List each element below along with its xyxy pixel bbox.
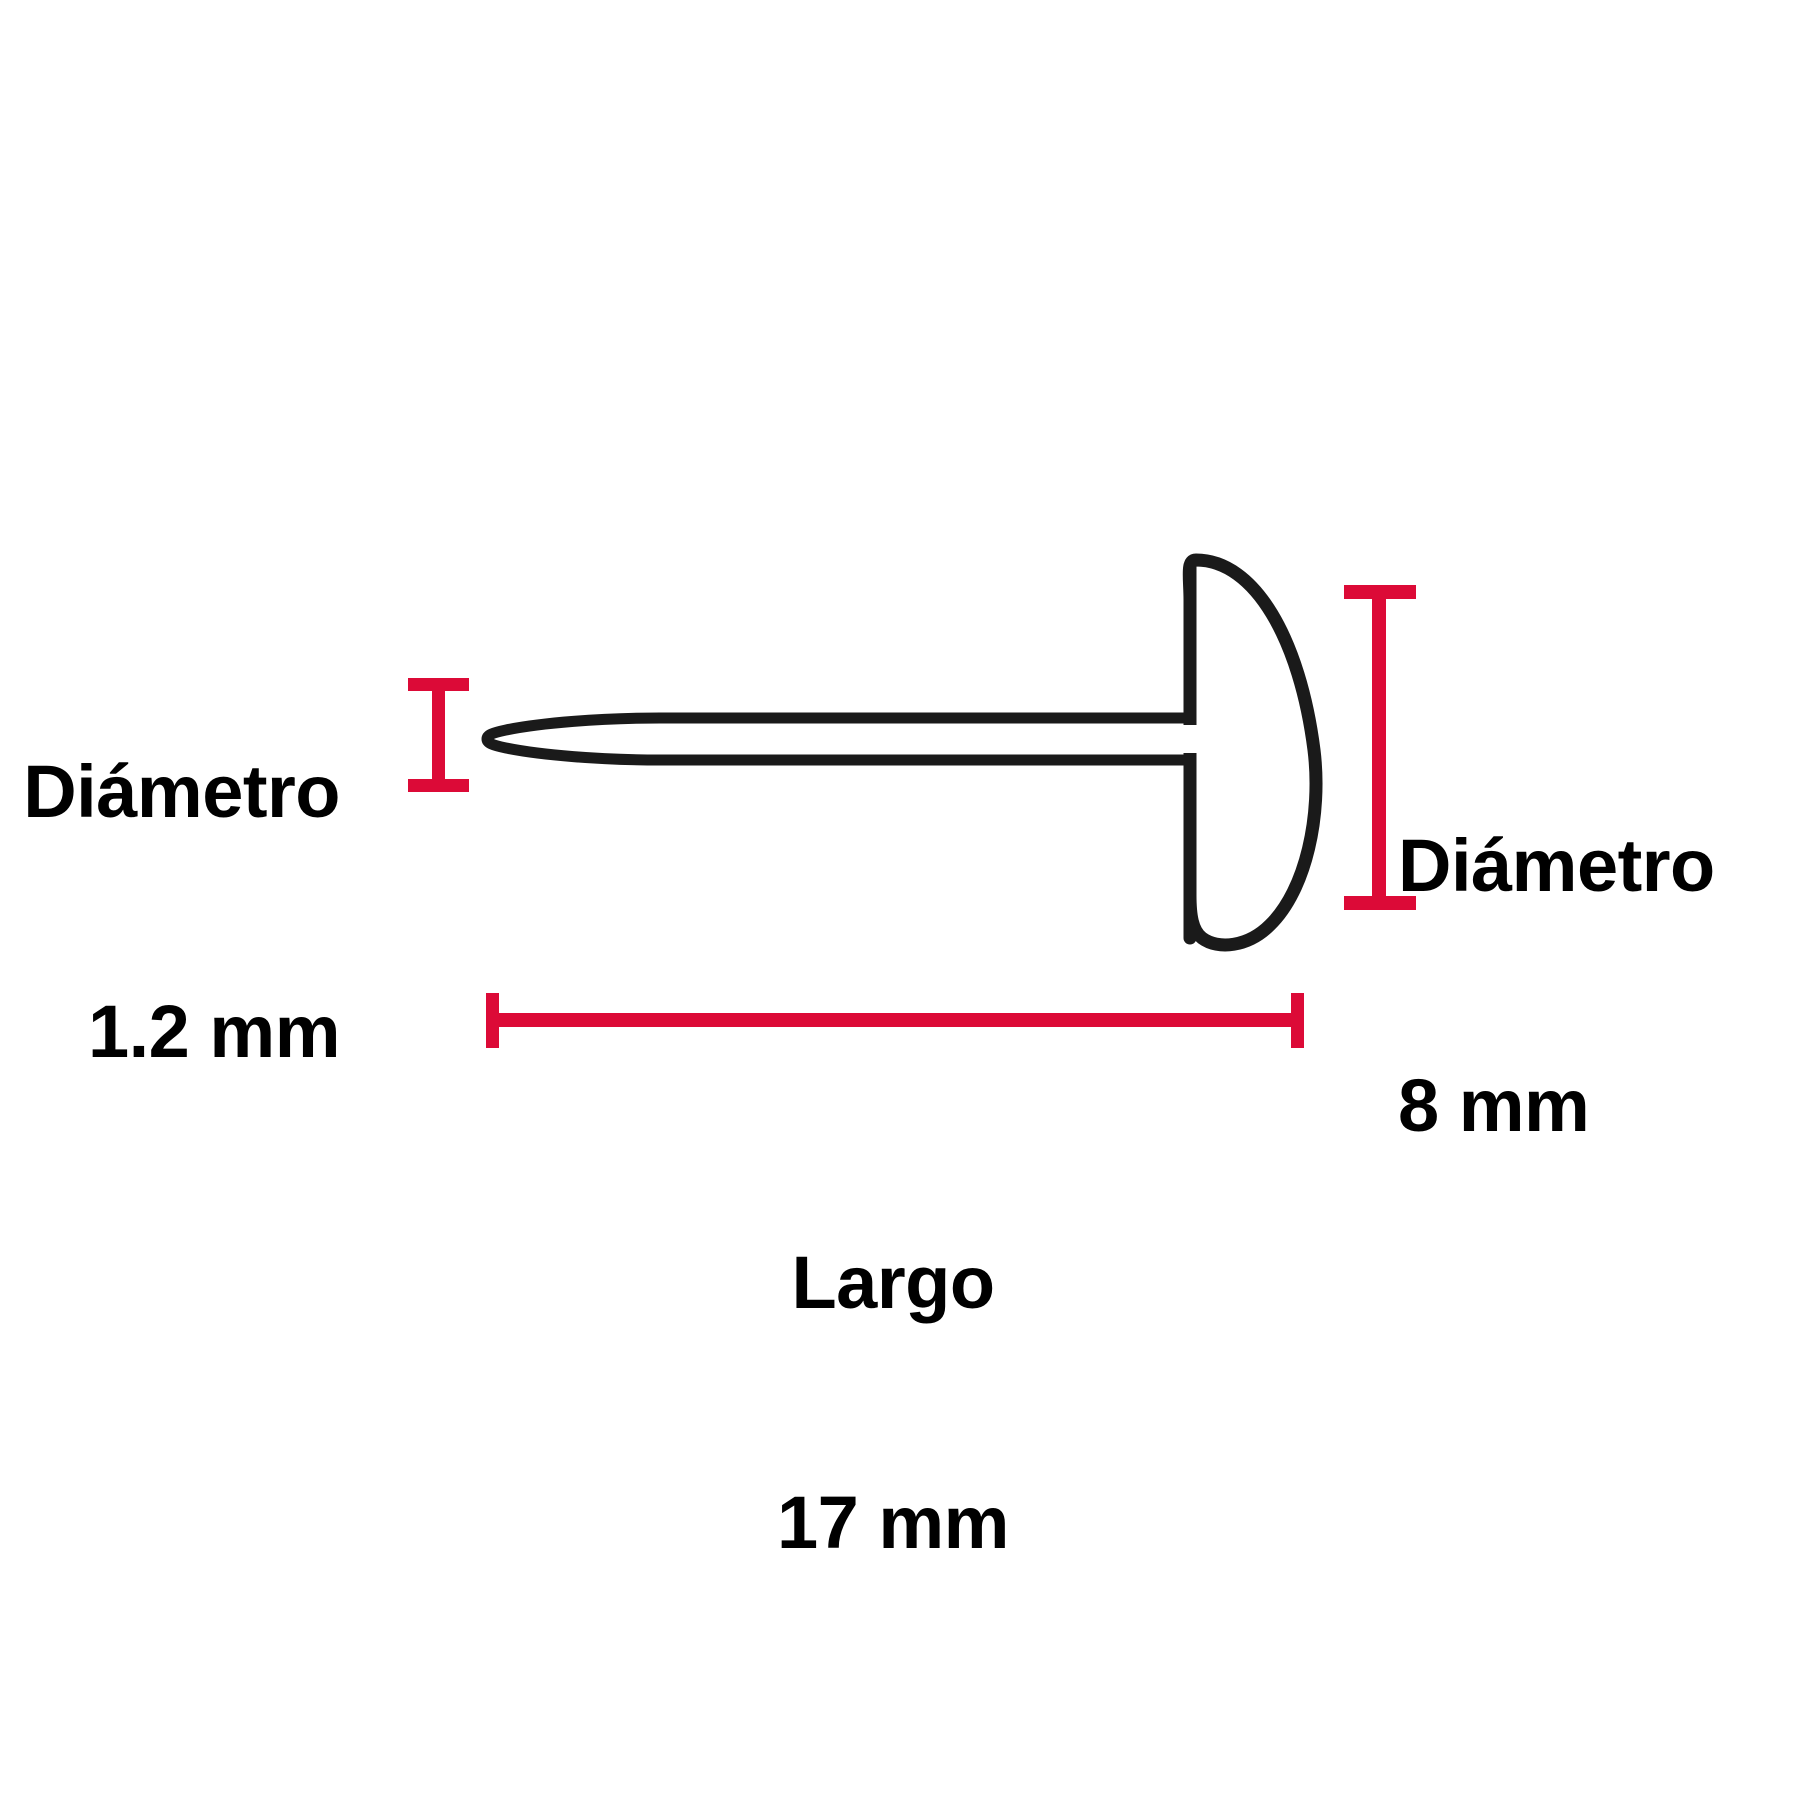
dimension-marker-head-diameter [1344, 585, 1416, 910]
nail-drawing [481, 553, 1323, 952]
shaft-head-joint-mask [1182, 725, 1200, 753]
shaft-dim-bottom-cap [408, 779, 469, 792]
shaft-diameter-label-value: 1.2 mm [87, 989, 341, 1073]
head-diameter-label-value: 8 mm [1398, 1063, 1590, 1147]
head-diameter-label-title: Diámetro [1398, 823, 1715, 907]
length-dim-right-cap [1291, 993, 1304, 1048]
shaft-diameter-label: Diámetro 1.2 mm [20, 592, 340, 1231]
nail-shaft-outline [481, 712, 1198, 766]
head-dim-stem [1372, 585, 1386, 910]
dimension-marker-length [486, 993, 1304, 1048]
length-dim-line [486, 1013, 1304, 1027]
nail-head-outline [1182, 553, 1323, 952]
head-dim-bottom-cap [1344, 896, 1416, 910]
shaft-diameter-label-title: Diámetro [23, 749, 340, 833]
head-diameter-label: Diámetro 8 mm [1398, 666, 1798, 1305]
shaft-dim-stem [432, 678, 445, 792]
length-label-value: 17 mm [777, 1480, 1009, 1564]
dimension-marker-shaft-diameter [408, 678, 469, 792]
length-label: Largo 17 mm [643, 1083, 1143, 1722]
length-label-title: Largo [791, 1240, 995, 1324]
